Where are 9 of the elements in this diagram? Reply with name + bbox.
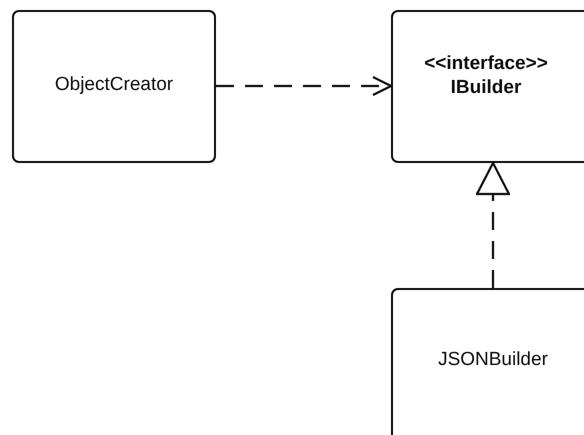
interface-box bbox=[391, 10, 584, 163]
stereotype-label: <<interface>> bbox=[424, 52, 549, 76]
class-box bbox=[391, 288, 584, 435]
arrow bbox=[216, 76, 392, 96]
class-box bbox=[12, 10, 216, 163]
class-name: JSONBuilder bbox=[438, 348, 548, 372]
arrow bbox=[476, 162, 510, 288]
class-name: ObjectCreator bbox=[54, 72, 174, 96]
class-name: IBuilder bbox=[450, 76, 522, 100]
